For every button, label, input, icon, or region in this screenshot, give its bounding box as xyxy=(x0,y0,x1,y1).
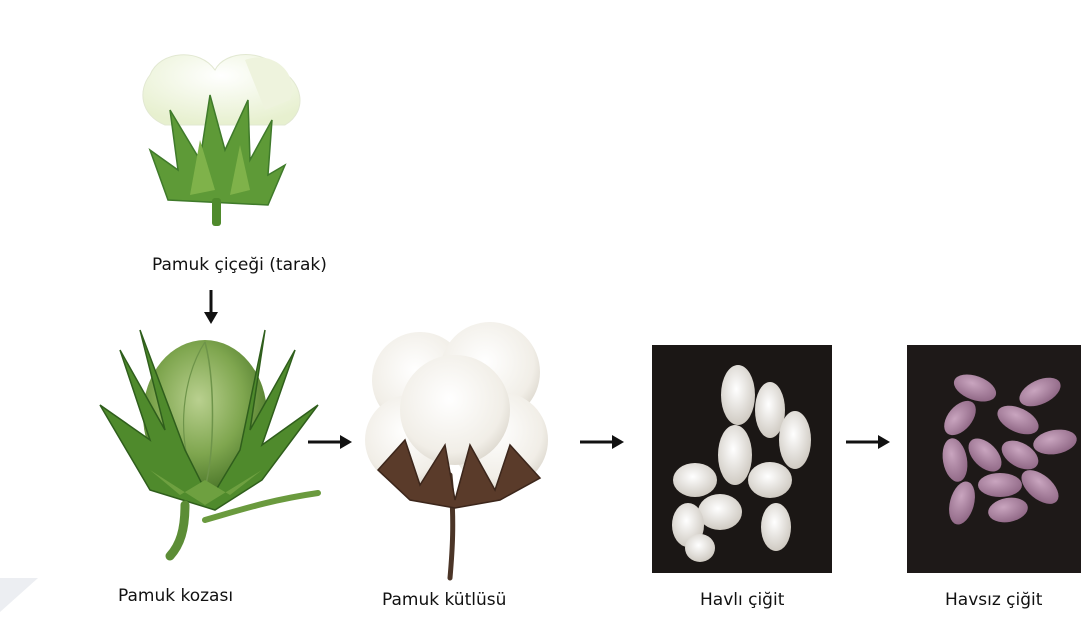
cotton-flower-icon xyxy=(143,55,300,227)
label-lint: Pamuk kütlüsü xyxy=(382,590,506,610)
arrow-right-icon xyxy=(846,435,890,449)
label-bare-seed: Havsız çiğit xyxy=(945,590,1042,610)
cotton-boll-icon xyxy=(100,330,318,556)
label-fuzzy-seed: Havlı çiğit xyxy=(700,590,784,610)
fuzzy-seeds-icon xyxy=(652,345,832,573)
arrow-right-icon xyxy=(580,435,624,449)
delinted-seeds-icon xyxy=(907,345,1081,573)
arrow-down-icon xyxy=(204,290,218,324)
corner-shade xyxy=(0,578,38,612)
arrow-right-icon xyxy=(308,435,352,449)
label-flower: Pamuk çiçeği (tarak) xyxy=(152,255,327,275)
cotton-lint-icon xyxy=(365,322,548,578)
label-boll: Pamuk kozası xyxy=(118,586,233,606)
